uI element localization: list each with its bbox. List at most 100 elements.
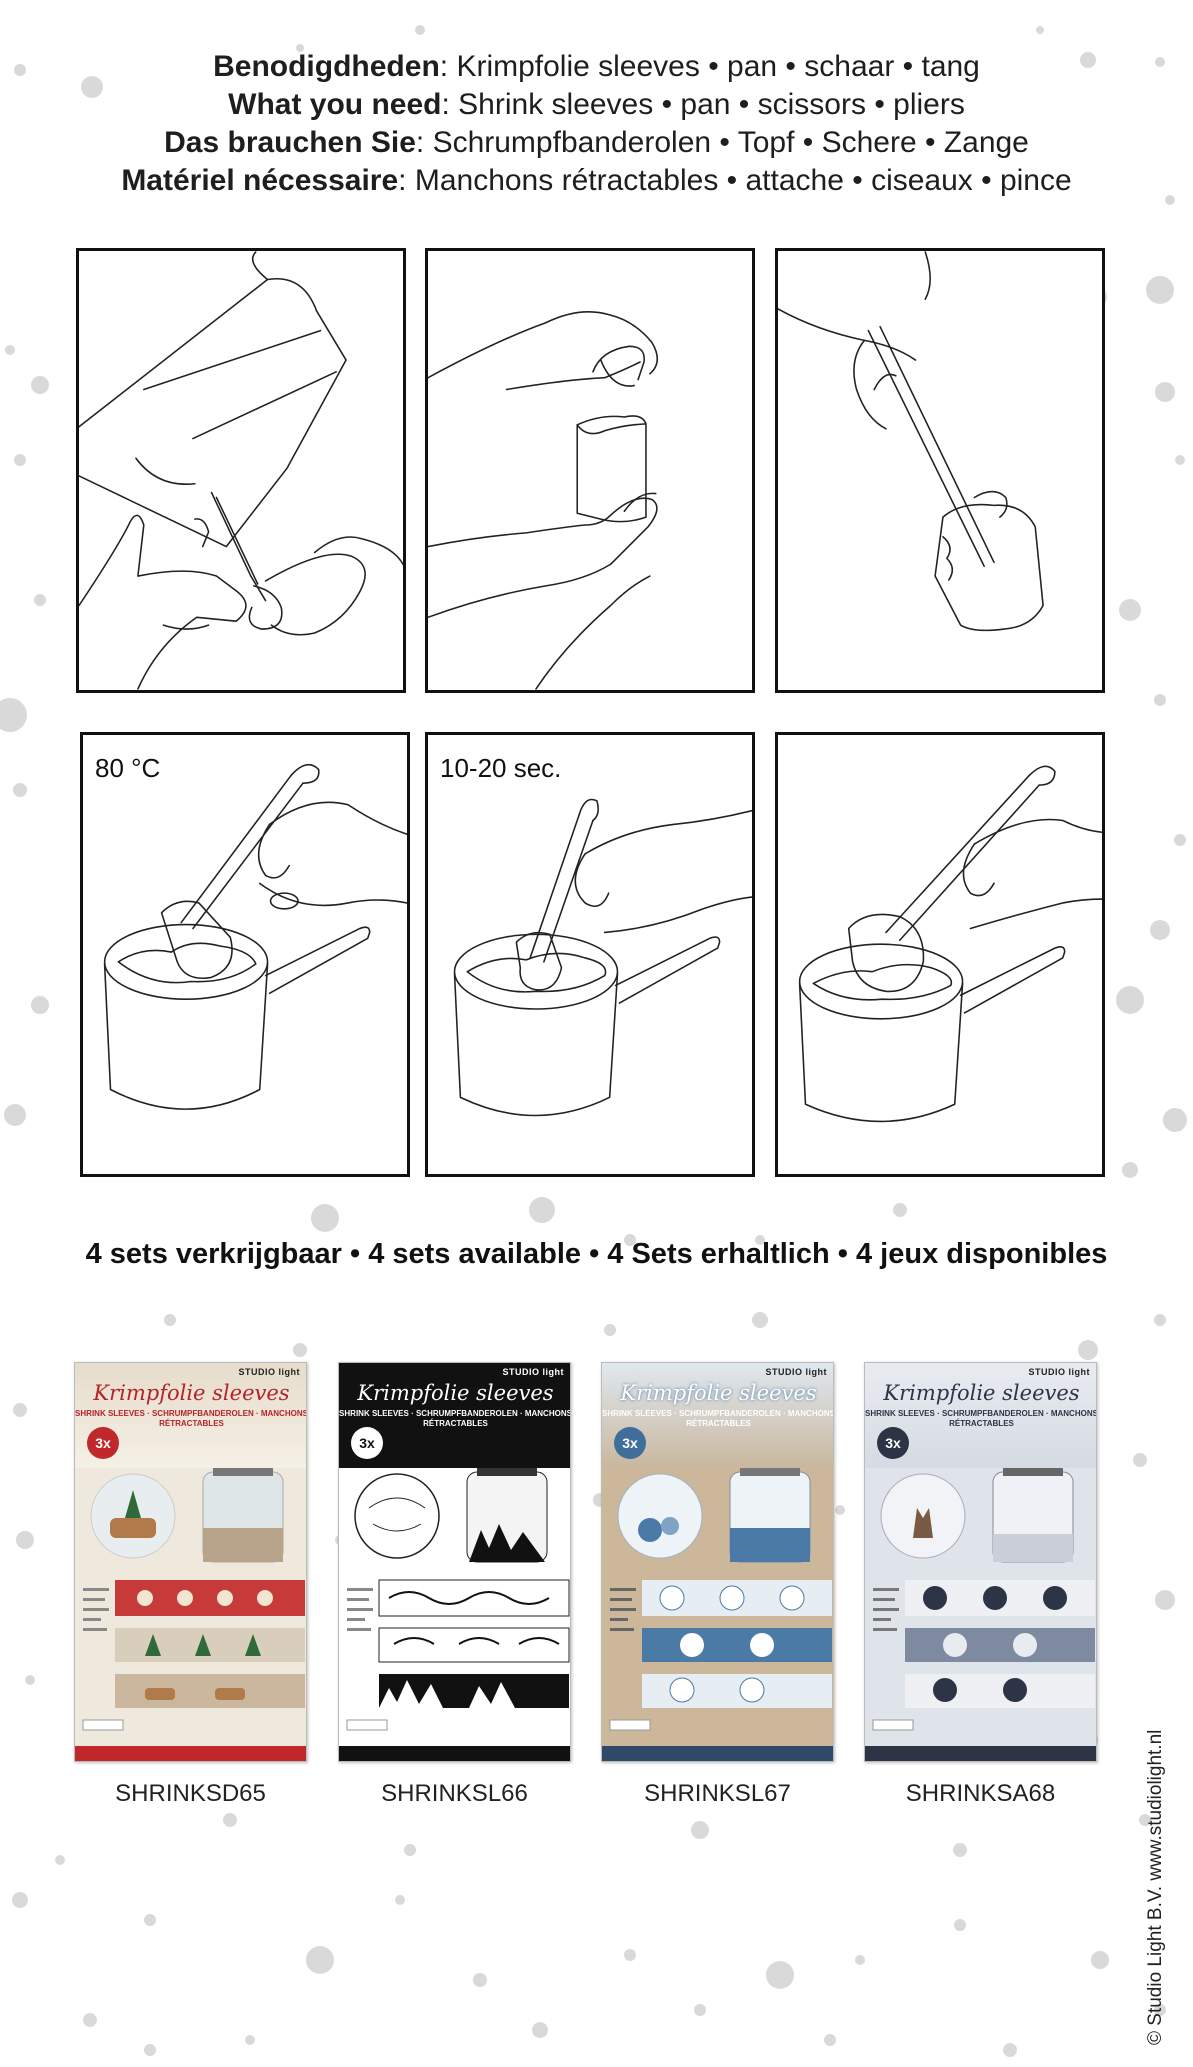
background-dot (752, 1312, 768, 1328)
materials-items-nl: Krimpfolie sleeves • pan • schaar • tang (456, 50, 980, 83)
background-dot (415, 25, 425, 35)
background-dot (1078, 1340, 1098, 1360)
background-dot (1154, 2004, 1166, 2016)
background-dot (306, 1946, 334, 1974)
remove-sleeve-illustration (798, 765, 1102, 1123)
place-sleeve-illustration (778, 251, 1044, 632)
sleeve-in-pan-drawing (160, 900, 233, 979)
sleeve-in-pan-drawing (515, 931, 563, 991)
package-title: Krimpfolie sleeves (93, 1381, 290, 1405)
background-dot (529, 1197, 555, 1223)
hand-drawing (973, 818, 1102, 845)
package-header: STUDIO light Krimpfolie sleeves SHRINK S… (75, 1363, 306, 1468)
background-dot (1139, 1814, 1151, 1826)
background-dot (223, 1813, 237, 1827)
step-6-remove-panel (775, 732, 1105, 1177)
package-footer (865, 1746, 1096, 1761)
background-dot (1116, 986, 1144, 1014)
package-subtitle: SHRINK SLEEVES · SCHRUMPFBANDEROLEN · MA… (602, 1409, 834, 1428)
background-dot (1174, 834, 1186, 846)
materials-items-de: Schrumpfbanderolen • Topf • Schere • Zan… (432, 126, 1029, 159)
pan-body-drawing (798, 982, 964, 1123)
background-dot (395, 1895, 405, 1905)
product-package-2: STUDIO light Krimpfolie sleeves SHRINK S… (338, 1362, 571, 1762)
hand-drawing (584, 809, 752, 855)
package-brand: STUDIO light (1028, 1367, 1090, 1377)
background-dot (144, 2044, 156, 2056)
shrunk-sleeve-drawing (847, 913, 925, 993)
background-dot (55, 1855, 65, 1865)
background-dot (755, 1235, 765, 1245)
product-code-3: SHRINKSL67 (644, 1780, 791, 1807)
background-dot (1133, 1453, 1147, 1467)
quantity-badge: 3x (351, 1427, 383, 1459)
background-dot (532, 2022, 548, 2038)
background-dot (1155, 57, 1165, 67)
package-header: STUDIO light Krimpfolie sleeves SHRINK S… (339, 1363, 570, 1468)
materials-line-nl: Benodigdheden: Krimpfolie sleeves • pan … (213, 50, 980, 83)
background-dot (1146, 276, 1174, 304)
materials-lead-en: What you need (228, 88, 442, 121)
left-hand-drawing (79, 514, 247, 690)
background-dot (1003, 2043, 1017, 2057)
water-drawing (812, 963, 953, 1001)
step-3-place-panel (775, 248, 1105, 693)
quantity-badge: 3x (614, 1427, 646, 1459)
background-dot (311, 1204, 339, 1232)
background-dot (1155, 382, 1175, 402)
heat-pan-illustration (103, 763, 407, 1110)
package-artwork-graphic (346, 1468, 570, 1731)
pan-body-drawing (453, 972, 619, 1117)
pliers-arm-drawing (867, 325, 995, 568)
sleeve-roll-drawing (79, 277, 347, 548)
background-dot (1155, 1590, 1175, 1610)
background-dot (296, 44, 304, 52)
sleeve-on-pliers-drawing (934, 503, 1044, 632)
package-brand: STUDIO light (765, 1367, 827, 1377)
package-artwork (602, 1468, 833, 1748)
right-hand-drawing (264, 553, 366, 636)
product-card-3[interactable]: STUDIO light Krimpfolie sleeves SHRINK S… (601, 1362, 834, 1762)
thumb-drawing (853, 339, 887, 430)
availability-line: 4 sets verkrijgbaar • 4 sets available •… (85, 1238, 1108, 1270)
background-dot (893, 1203, 907, 1217)
package-artwork (75, 1468, 306, 1748)
package-artwork-graphic (609, 1468, 832, 1731)
product-card-1[interactable]: STUDIO light Krimpfolie sleeves SHRINK S… (74, 1362, 307, 1762)
upper-arm-drawing (428, 311, 659, 379)
lower-arm-drawing (428, 514, 612, 548)
pan-rim-drawing (103, 923, 269, 1000)
step-1-cut-panel (76, 248, 406, 693)
materials-line-de: Das brauchen Sie: Schrumpfbanderolen • T… (164, 126, 1029, 159)
pliers-drawing (529, 813, 594, 963)
background-dot (12, 1892, 28, 1908)
boiling-water-drawing (117, 942, 257, 984)
background-dot (1122, 1162, 1138, 1178)
package-header: STUDIO light Krimpfolie sleeves SHRINK S… (602, 1363, 834, 1468)
background-dot (624, 1234, 636, 1246)
product-code-4: SHRINKSA68 (905, 1780, 1056, 1807)
background-dot (14, 64, 26, 76)
background-dot (1175, 455, 1185, 465)
background-dot (473, 1973, 487, 1987)
arm-drawing (778, 308, 917, 361)
cut-illustration (79, 251, 403, 690)
background-dot (4, 1104, 26, 1126)
product-card-2[interactable]: STUDIO light Krimpfolie sleeves SHRINK S… (338, 1362, 571, 1762)
materials-items-en: Shrink sleeves • pan • scissors • pliers (458, 88, 965, 121)
background-dot (25, 1675, 35, 1685)
background-dot (144, 1914, 156, 1926)
background-dot (624, 1949, 636, 1961)
product-card-4[interactable]: STUDIO light Krimpfolie sleeves SHRINK S… (864, 1362, 1097, 1762)
background-dot (1154, 694, 1166, 706)
background-dot (16, 1531, 34, 1549)
pan-handle-drawing (959, 946, 1066, 1014)
background-dot (1091, 1951, 1109, 1969)
product-code-2: SHRINKSL66 (381, 1780, 528, 1807)
package-footer (75, 1746, 306, 1761)
product-package-1: STUDIO light Krimpfolie sleeves SHRINK S… (74, 1362, 307, 1762)
background-dot (31, 996, 49, 1014)
background-dot (1080, 52, 1096, 68)
pan-handle-drawing (614, 936, 721, 1004)
background-dot (5, 345, 15, 355)
